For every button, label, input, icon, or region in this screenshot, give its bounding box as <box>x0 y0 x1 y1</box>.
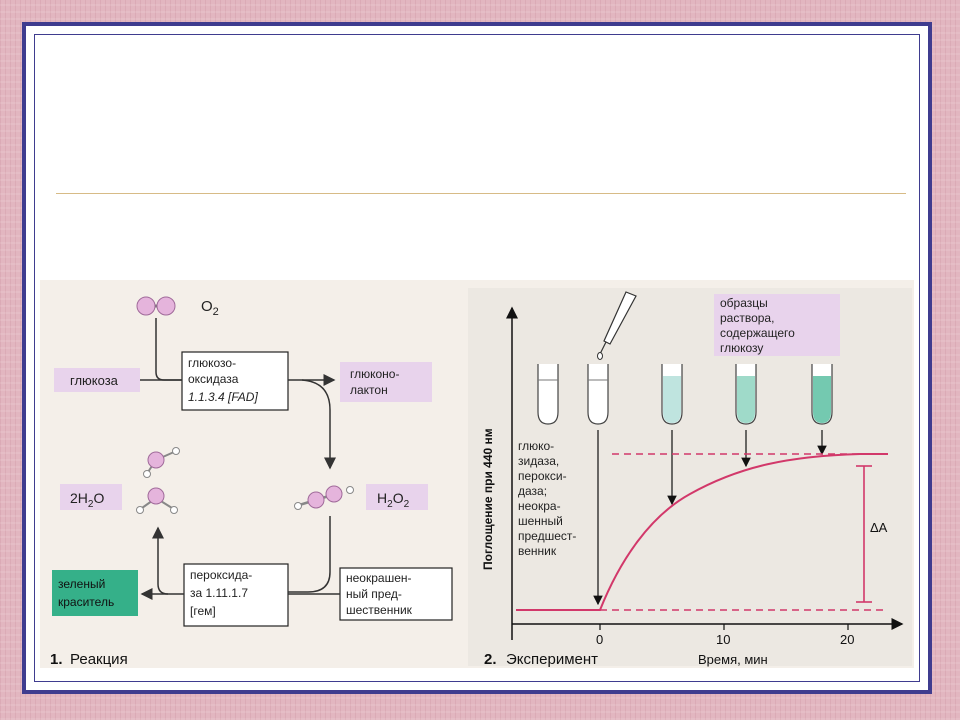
reaction-scheme: O2 глюкоза глюкозо- оксидаза 1.1.3.4 [FA… <box>50 296 453 668</box>
test-tube-empty-2 <box>587 364 609 425</box>
precursor-box <box>339 567 453 621</box>
x-axis-label: Время, мин <box>698 652 768 667</box>
glucose-oxidase-line3: 1.1.3.4 [FAD] <box>188 390 258 404</box>
reagents-line7: предшест- <box>518 529 576 543</box>
figure-svg: O2 глюкоза глюкозо- оксидаза 1.1.3.4 [FA… <box>50 288 912 668</box>
glucose-label-box <box>54 368 140 392</box>
samples-line4: глюкозу <box>720 341 763 355</box>
figure-panel: O2 глюкоза глюкозо- оксидаза 1.1.3.4 [FA… <box>40 280 914 668</box>
title-divider <box>56 193 906 194</box>
slide-inner-border <box>34 34 920 682</box>
reagents-line5: неокра- <box>518 499 561 513</box>
x-tick-label-10: 10 <box>716 632 730 647</box>
precursor-line2: ный пред- <box>346 587 402 601</box>
o2-molecule-icon <box>136 296 176 316</box>
h2o2-molecule-icon <box>294 485 354 510</box>
experiment-caption: Эксперимент <box>506 651 598 668</box>
glucose-oxidase-box <box>181 351 289 411</box>
x-tick-label-20: 20 <box>840 632 854 647</box>
experiment-caption-number: 2. <box>484 651 497 668</box>
gluconolactone-line2: лактон <box>350 383 388 397</box>
reaction-caption-number: 1. <box>50 651 63 668</box>
green-dye-box <box>52 570 138 616</box>
test-tube-dark-green <box>811 364 833 425</box>
o2-label: O2 <box>201 298 219 318</box>
reaction-caption: Реакция <box>70 651 128 668</box>
test-tube-empty-1 <box>537 364 559 425</box>
reagents-line3: перокси- <box>518 469 567 483</box>
experiment-panel: 0 10 20 Поглощение при 440 нм образцы ра… <box>468 288 912 668</box>
reagents-line1: глюко- <box>518 439 554 453</box>
peroxidase-line2: за 1.11.1.7 <box>190 586 248 600</box>
test-tube-mid-green <box>735 364 757 425</box>
water-label-box <box>60 484 122 510</box>
green-dye-line1: зеленый <box>58 577 105 591</box>
glucose-oxidase-line2: оксидаза <box>188 372 239 386</box>
reagents-line4: даза; <box>518 484 547 498</box>
absorbance-curve <box>516 453 888 611</box>
glucose-oxidase-line1: глюкозо- <box>188 356 236 370</box>
peroxidase-line3: [гем] <box>190 604 216 618</box>
reagents-line6: шенный <box>518 514 563 528</box>
gluconolactone-box <box>340 362 432 402</box>
samples-line1: образцы <box>720 296 768 310</box>
precursor-line3: шественник <box>346 603 413 617</box>
samples-label-box <box>714 294 840 356</box>
glucose-label: глюкоза <box>70 373 119 388</box>
pipette-icon <box>597 291 637 360</box>
green-dye-line2: краситель <box>58 595 114 609</box>
test-tube-light-green <box>661 364 683 425</box>
gluconolactone-line1: глюконо- <box>350 367 399 381</box>
samples-line3: содержащего <box>720 326 795 340</box>
water-label: 2H2O <box>70 490 104 510</box>
reagents-line2: зидаза, <box>518 454 559 468</box>
h2o2-label-box <box>366 484 428 510</box>
peroxidase-box <box>183 563 289 627</box>
y-axis-label: Поглощение при 440 нм <box>481 428 495 570</box>
water-molecules-icon <box>136 447 180 514</box>
samples-line2: раствора, <box>720 311 774 325</box>
peroxidase-line1: пероксида- <box>190 568 252 582</box>
h2o2-label: H2O2 <box>377 490 410 510</box>
delta-a-label: ΔA <box>870 520 888 535</box>
reagents-line8: венник <box>518 544 557 558</box>
x-tick-label-0: 0 <box>596 632 603 647</box>
precursor-line1: неокрашен- <box>346 571 412 585</box>
